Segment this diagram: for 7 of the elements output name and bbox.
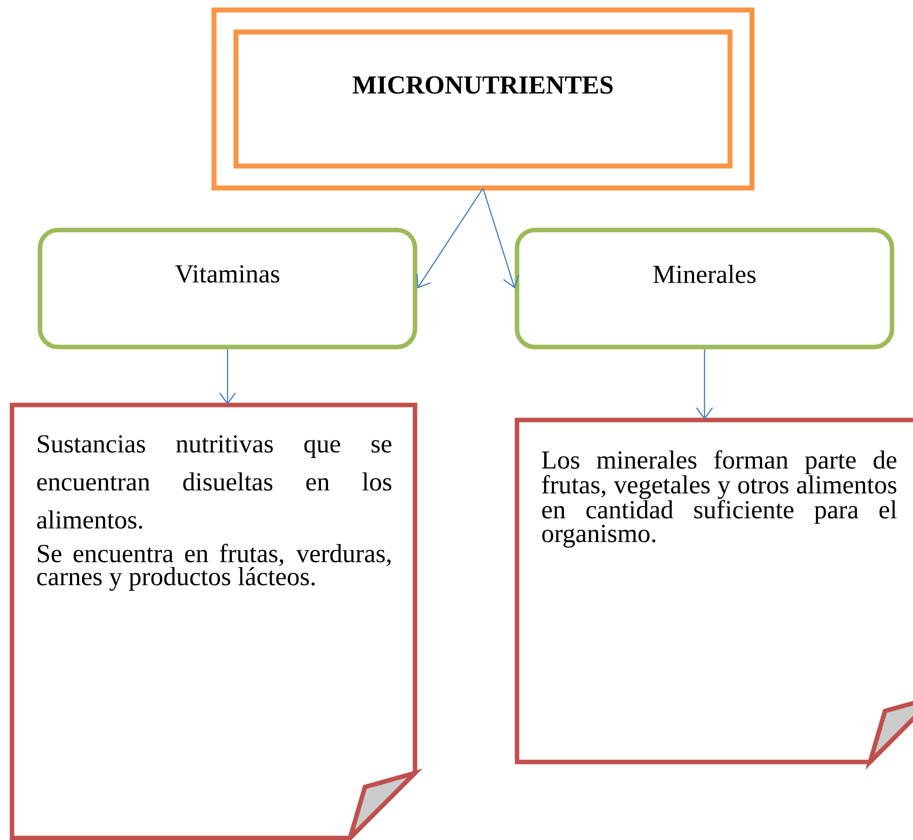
- arrow: [416, 188, 484, 288]
- title-box: MICRONUTRIENTES: [212, 8, 754, 190]
- rounded-box: Minerales: [514, 228, 894, 350]
- arrow: [482, 188, 520, 288]
- rounded-box: Vitaminas: [38, 228, 418, 350]
- arrow: [219, 349, 236, 405]
- arrow: [696, 349, 713, 420]
